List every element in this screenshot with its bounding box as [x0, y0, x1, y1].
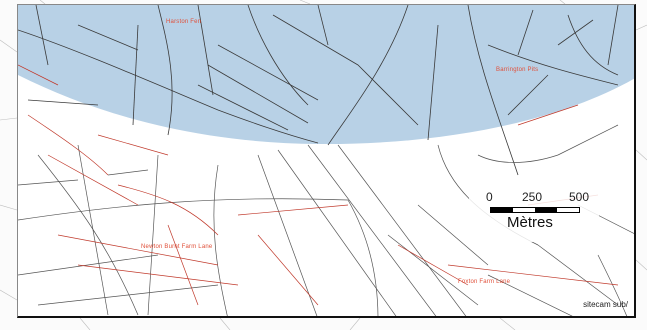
scale-tick-250: 250 [522, 190, 543, 204]
map-credit: sitecam sub/ [583, 300, 628, 309]
scale-unit-label: Mètres [507, 214, 553, 231]
place-label-south-west: Newton Burnt Farm Lane [141, 244, 213, 250]
place-label-north-west: Harston Fen [166, 19, 202, 25]
scale-tick-0: 0 [486, 190, 493, 204]
place-label-north-east: Barrington Pits [496, 67, 539, 73]
scale-segment [557, 208, 579, 212]
scale-bar: 0 250 500 Mètres [469, 190, 599, 242]
map-frame: Harston Fen Barrington Pits Newton Burnt… [17, 4, 636, 318]
scale-segments [490, 207, 580, 213]
scale-segment [491, 208, 513, 212]
scale-segment [513, 208, 535, 212]
map-canvas [18, 5, 634, 316]
buffer-zone [18, 5, 634, 145]
field-boundaries [18, 5, 619, 176]
scale-tick-500: 500 [569, 190, 590, 204]
scale-segment [535, 208, 557, 212]
place-label-south-east: Foxton Farm Lane [458, 279, 511, 285]
